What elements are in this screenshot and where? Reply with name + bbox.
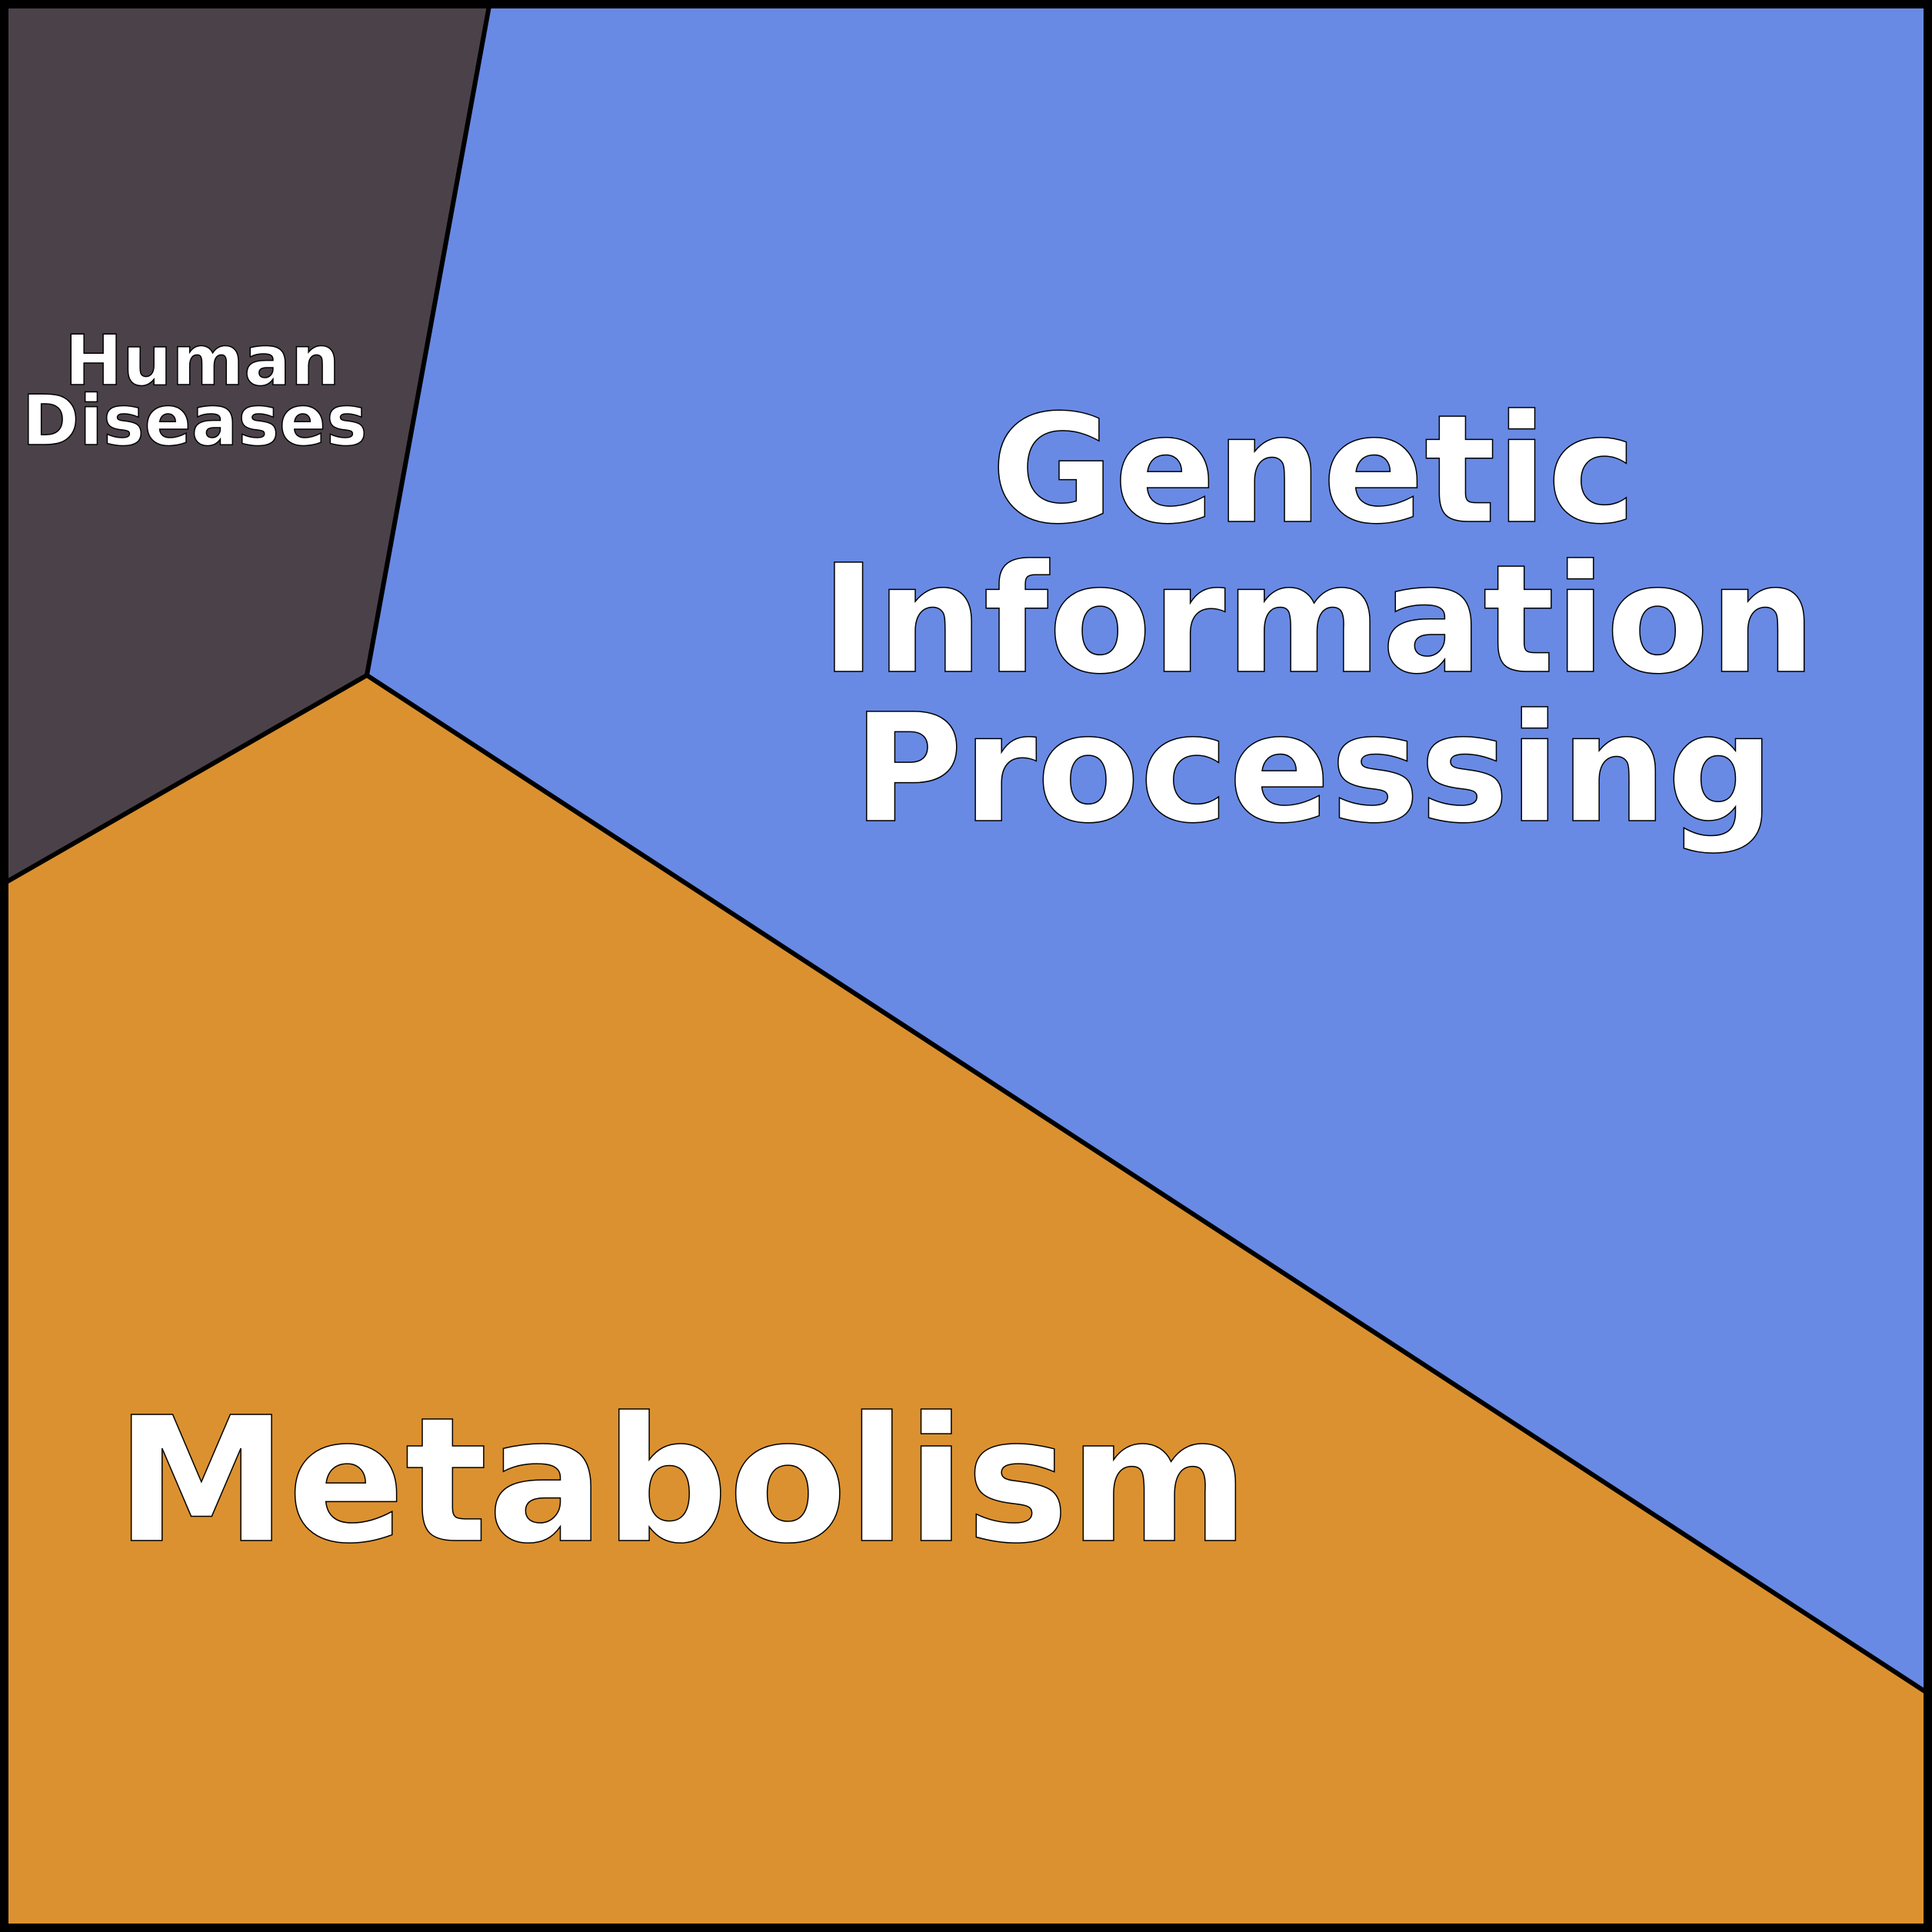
label-genetic-line3: Processing [853,681,1774,856]
label-genetic-line1: Genetic [991,382,1636,557]
label-genetic-line2: Information [821,532,1816,707]
label-human-diseases-line1: Human [65,321,340,401]
label-metabolism: Metabolism [115,1381,1249,1582]
label-human-diseases-line2: Diseases [22,381,367,461]
